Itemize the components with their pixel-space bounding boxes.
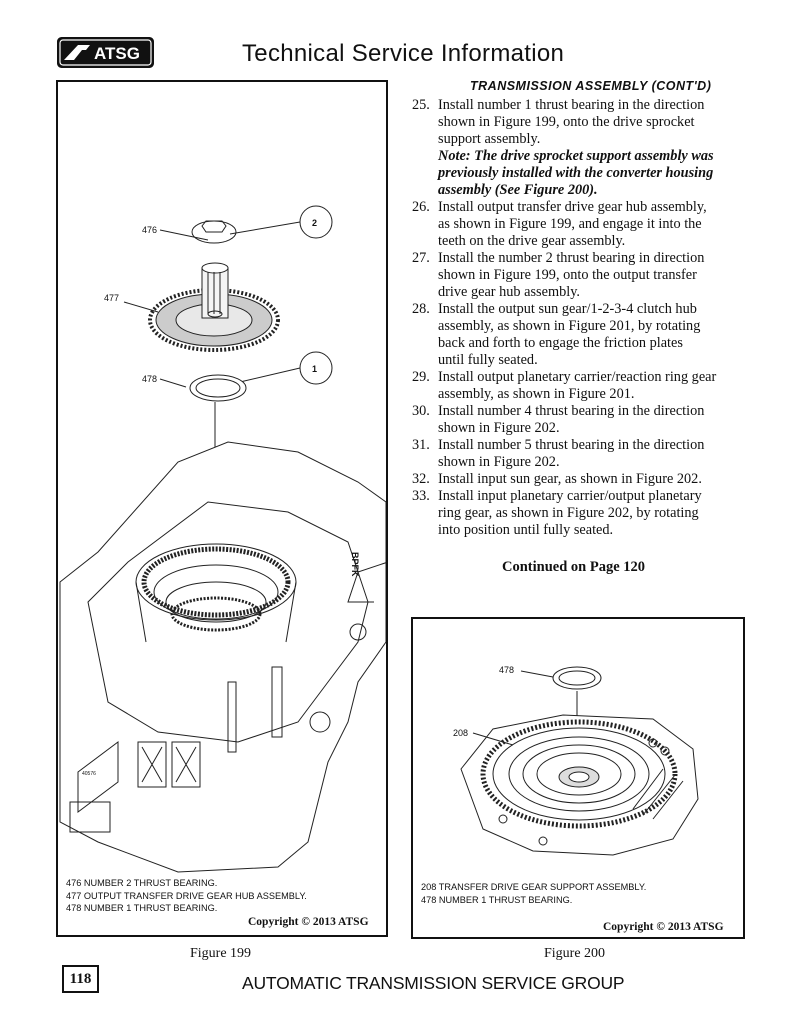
- step-item: 31. Install number 5 thrust bearing in th…: [412, 437, 748, 471]
- instruction-steps: 25. Install number 1 thrust bearing in th…: [412, 97, 748, 539]
- callout-208: 208: [453, 728, 468, 738]
- step-line: Install number 5 thrust bearing in the d…: [438, 437, 705, 453]
- callout-477: 477: [104, 293, 119, 303]
- note-line: assembly (See Figure 200).: [438, 182, 598, 198]
- case-stamp: BPFK: [350, 552, 360, 577]
- bearing-label-2: 2: [312, 218, 317, 228]
- figure-200-legend: 208 TRANSFER DRIVE GEAR SUPPORT ASSEMBLY…: [421, 881, 646, 906]
- step-line: until fully seated.: [438, 352, 538, 368]
- legend-item: 477 OUTPUT TRANSFER DRIVE GEAR HUB ASSEM…: [66, 890, 307, 901]
- figure-199-legend: 476 NUMBER 2 THRUST BEARING. 477 OUTPUT …: [66, 877, 307, 915]
- step-number: 26.: [412, 199, 430, 215]
- logo-text: ATSG: [94, 44, 140, 63]
- step-line: Install input sun gear, as shown in Figu…: [438, 471, 702, 487]
- step-item: 33. Install input planetary carrier/outpu…: [412, 488, 748, 539]
- step-line: assembly, as shown in Figure 201, by rot…: [438, 318, 701, 334]
- step-item: 25. Install number 1 thrust bearing in th…: [412, 97, 748, 148]
- section-heading: TRANSMISSION ASSEMBLY (CONT'D): [470, 79, 712, 93]
- bearing-label-1: 1: [312, 364, 317, 374]
- step-line: Install input planetary carrier/output p…: [438, 488, 702, 504]
- step-line: back and forth to engage the friction pl…: [438, 335, 683, 351]
- step-line: as shown in Figure 199, and engage it in…: [438, 216, 702, 232]
- figure-200-caption: Figure 200: [544, 946, 606, 961]
- legend-item: 476 NUMBER 2 THRUST BEARING.: [66, 878, 218, 888]
- step-item: 32. Install input sun gear, as shown in F…: [412, 471, 748, 488]
- part-stamp: 40576: [82, 771, 96, 777]
- step-line: drive gear hub assembly.: [438, 284, 580, 300]
- page-header-title: Technical Service Information: [242, 40, 565, 67]
- page-footer: AUTOMATIC TRANSMISSION SERVICE GROUP: [242, 973, 625, 993]
- step-note: Note: The drive sprocket support assembl…: [412, 148, 748, 199]
- step-line: Install output transfer drive gear hub a…: [438, 199, 707, 215]
- callout-478: 478: [499, 665, 514, 675]
- step-item: 29. Install output planetary carrier/reac…: [412, 369, 748, 403]
- continued-note: Continued on Page 120: [502, 559, 646, 575]
- atsg-logo: ATSG: [57, 37, 154, 68]
- step-line: Install number 1 thrust bearing in the d…: [438, 97, 705, 113]
- step-line: teeth on the drive gear assembly.: [438, 233, 626, 249]
- step-line: Install the output sun gear/1-2-3-4 clut…: [438, 301, 697, 317]
- figure-200-frame: 478 208 208 TRANSFER DRIVE GEAR SUPPORT …: [411, 617, 745, 939]
- step-item: 28. Install the output sun gear/1-2-3-4 c…: [412, 301, 748, 369]
- step-line: Install the number 2 thrust bearing in d…: [438, 250, 705, 266]
- step-line: shown in Figure 202.: [438, 420, 560, 436]
- step-line: into position until fully seated.: [438, 522, 614, 538]
- step-number: 25.: [412, 97, 430, 113]
- step-line: support assembly.: [438, 131, 541, 147]
- step-number: 30.: [412, 403, 430, 419]
- step-line: Install number 4 thrust bearing in the d…: [438, 403, 705, 419]
- step-number: 33.: [412, 488, 430, 504]
- callout-476: 476: [142, 225, 157, 235]
- step-line: assembly, as shown in Figure 201.: [438, 386, 635, 402]
- figure-200-illustration: 478 208: [453, 665, 699, 856]
- figure-199-copyright: Copyright © 2013 ATSG: [248, 916, 369, 928]
- legend-item: 478 NUMBER 1 THRUST BEARING.: [421, 894, 573, 905]
- figure-199-caption: Figure 199: [190, 946, 252, 961]
- legend-item: 208 TRANSFER DRIVE GEAR SUPPORT ASSEMBLY…: [421, 882, 647, 892]
- note-line: previously installed with the converter …: [438, 165, 714, 181]
- step-item: 26. Install output transfer drive gear hu…: [412, 199, 748, 250]
- callout-478: 478: [142, 374, 157, 384]
- figure-199-illustration: 476 477 478 2 1 40576 BPFK: [59, 205, 386, 873]
- step-line: shown in Figure 199, onto the drive spro…: [438, 114, 695, 130]
- step-line: shown in Figure 202.: [438, 454, 560, 470]
- figure-200-copyright: Copyright © 2013 ATSG: [603, 921, 724, 933]
- page-number: 118: [62, 965, 99, 993]
- step-number: 27.: [412, 250, 430, 266]
- step-line: Install output planetary carrier/reactio…: [438, 369, 717, 385]
- step-number: 31.: [412, 437, 430, 453]
- step-item: 27. Install the number 2 thrust bearing i…: [412, 250, 748, 301]
- step-number: 32.: [412, 471, 430, 487]
- legend-item: 478 NUMBER 1 THRUST BEARING.: [66, 903, 218, 913]
- step-number: 28.: [412, 301, 430, 317]
- note-line: Note: The drive sprocket support assembl…: [438, 148, 714, 164]
- step-line: shown in Figure 199, onto the output tra…: [438, 267, 697, 283]
- step-item: 30. Install number 4 thrust bearing in th…: [412, 403, 748, 437]
- step-number: 29.: [412, 369, 430, 385]
- figure-199-frame: 476 477 478 2 1 40576 BPFK 476 NUMBER 2 …: [56, 80, 388, 937]
- step-line: ring gear, as shown in Figure 202, by ro…: [438, 505, 699, 521]
